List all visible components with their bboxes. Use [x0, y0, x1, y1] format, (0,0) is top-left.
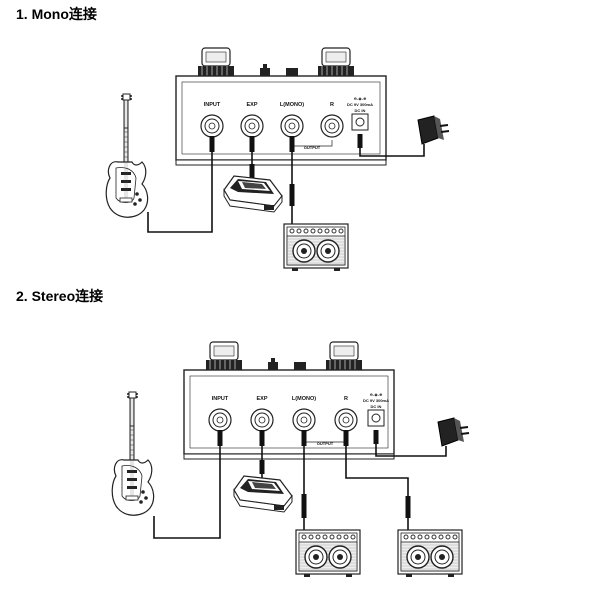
power-adapter-mono	[417, 115, 450, 145]
jack-label-exp-stereo: EXP	[256, 396, 267, 402]
expression-pedal-stereo	[233, 475, 293, 513]
exp-jack	[240, 114, 264, 138]
mono-diagram: INPUT EXP L(MONO) R ⊖-◉-⊕ DC 9V 300mA DC…	[105, 47, 450, 272]
jack-label-exp: EXP	[246, 102, 257, 108]
section-title-mono: 1. Mono连接	[16, 6, 97, 22]
jack-label-r-stereo: R	[344, 396, 348, 402]
power-spec-label: DC 9V 300mA	[347, 102, 373, 107]
guitar-stereo	[111, 391, 155, 516]
stereo-diagram: INPUT EXP L(MONO) R ⊖-◉-⊕ DC 9V 300mA DC…	[111, 341, 470, 578]
amp-right-stereo	[397, 529, 463, 578]
right-jack-stereo	[334, 408, 358, 432]
left-mono-jack	[280, 114, 304, 138]
exp-jack-stereo	[250, 408, 274, 432]
left-mono-jack-stereo	[292, 408, 316, 432]
jack-label-input-stereo: INPUT	[212, 396, 229, 402]
jack-label-input: INPUT	[204, 102, 221, 108]
input-jack	[200, 114, 224, 138]
output-label: OUTPUT	[304, 145, 321, 150]
jack-label-r: R	[330, 102, 334, 108]
power-adapter-stereo	[437, 417, 470, 447]
jack-label-l-mono-stereo: L(MONO)	[292, 396, 316, 402]
dc-in-label: DC IN	[355, 108, 366, 113]
right-jack	[320, 114, 344, 138]
power-polarity-icon-stereo: ⊖-◉-⊕	[370, 392, 383, 397]
dc-in-label-stereo: DC IN	[371, 404, 382, 409]
power-polarity-icon: ⊖-◉-⊕	[354, 96, 367, 101]
power-spec-label-stereo: DC 9V 300mA	[363, 398, 389, 403]
expression-pedal-mono	[223, 175, 283, 213]
amp-mono	[283, 223, 349, 272]
input-jack-stereo	[208, 408, 232, 432]
amp-left-stereo	[295, 529, 361, 578]
output-label-stereo: OUTPUT	[317, 441, 334, 446]
section-title-stereo: 2. Stereo连接	[16, 288, 104, 304]
jack-label-l-mono: L(MONO)	[280, 102, 304, 108]
guitar-mono	[105, 93, 149, 218]
